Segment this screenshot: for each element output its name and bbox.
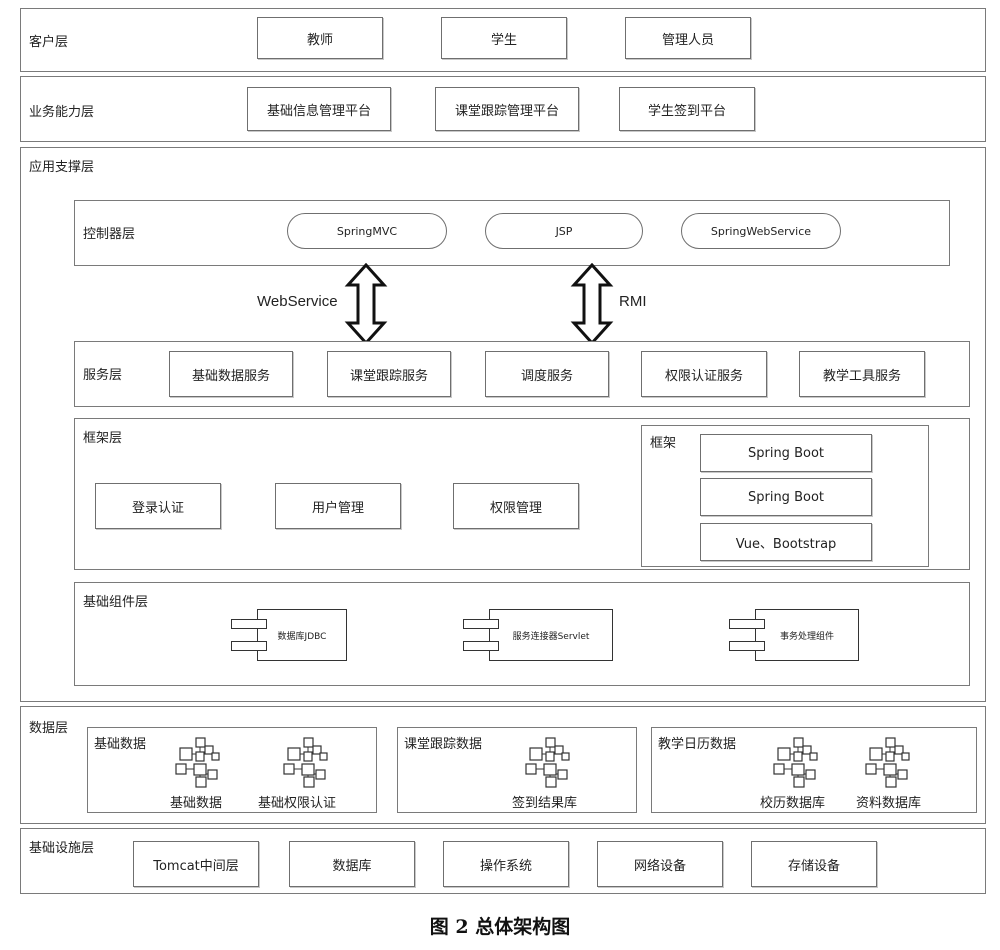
- data-group-teaching-calendar: 教学日历数据 校历数据库 资料数据库: [651, 727, 977, 813]
- data-group-basic: 基础数据 基础数据 基础权限认证: [87, 727, 377, 813]
- webservice-label: WebService: [257, 293, 338, 310]
- uml-component-icon: [729, 641, 765, 651]
- database-tree-icon: [865, 737, 910, 788]
- client-layer-label: 客户层: [29, 35, 69, 50]
- framework-user-management: 用户管理: [275, 483, 401, 529]
- data-materials-db: 资料数据库: [856, 796, 922, 811]
- framework-spring-boot-1: Spring Boot: [700, 434, 872, 472]
- framework-layer-label: 框架层: [83, 431, 123, 446]
- framework-vue-bootstrap: Vue、Bootstrap: [700, 523, 872, 561]
- rmi-label: RMI: [619, 293, 647, 310]
- webservice-double-arrow-icon: [344, 263, 388, 345]
- uml-component-icon: [729, 619, 765, 629]
- service-layer-label: 服务层: [83, 368, 123, 383]
- figure-caption: 图 2 总体架构图: [429, 916, 571, 938]
- app-support-layer: 应用支撑层 控制器层 SpringMVC JSP SpringWebServic…: [20, 147, 986, 702]
- component-jdbc: 数据库JDBC: [231, 609, 351, 661]
- data-basic-data: 基础数据: [170, 796, 223, 811]
- data-layer-label: 数据层: [29, 721, 69, 736]
- controller-jsp: JSP: [485, 213, 643, 249]
- framework-login-auth: 登录认证: [95, 483, 221, 529]
- controller-layer: 控制器层 SpringMVC JSP SpringWebService: [74, 200, 950, 266]
- framework-stack-panel: 框架 Spring Boot Spring Boot Vue、Bootstrap: [641, 425, 929, 567]
- component-transaction-label: 事务处理组件: [755, 609, 859, 661]
- app-support-layer-label: 应用支撑层: [29, 160, 95, 175]
- business-layer: 业务能力层 基础信息管理平台 课堂跟踪管理平台 学生签到平台: [20, 76, 986, 142]
- uml-component-icon: [463, 619, 499, 629]
- data-group-teaching-calendar-label: 教学日历数据: [658, 737, 737, 752]
- data-group-class-tracking: 课堂跟踪数据 签到结果库: [397, 727, 637, 813]
- components-layer: 基础组件层 数据库JDBC 服务连接器Servlet 事务处理组件: [74, 582, 970, 686]
- component-servlet: 服务连接器Servlet: [463, 609, 617, 661]
- service-teaching-tools: 教学工具服务: [799, 351, 925, 397]
- data-group-basic-label: 基础数据: [94, 737, 147, 752]
- data-group-class-tracking-label: 课堂跟踪数据: [404, 737, 483, 752]
- database-tree-icon: [283, 737, 328, 788]
- framework-spring-boot-2: Spring Boot: [700, 478, 872, 516]
- framework-permission-management: 权限管理: [453, 483, 579, 529]
- rmi-double-arrow-icon: [570, 263, 614, 345]
- data-basic-auth: 基础权限认证: [258, 796, 337, 811]
- controller-layer-label: 控制器层: [83, 227, 136, 242]
- controller-springmvc: SpringMVC: [287, 213, 447, 249]
- component-jdbc-label: 数据库JDBC: [257, 609, 347, 661]
- business-basic-info-platform: 基础信息管理平台: [247, 87, 391, 131]
- client-teacher: 教师: [257, 17, 383, 59]
- uml-component-icon: [463, 641, 499, 651]
- database-tree-icon: [773, 737, 818, 788]
- database-tree-icon: [175, 737, 220, 788]
- client-student: 学生: [441, 17, 567, 59]
- business-class-tracking-platform: 课堂跟踪管理平台: [435, 87, 579, 131]
- data-checkin-results: 签到结果库: [512, 796, 578, 811]
- controller-springwebservice: SpringWebService: [681, 213, 841, 249]
- component-transaction: 事务处理组件: [729, 609, 863, 661]
- service-layer: 服务层 基础数据服务 课堂跟踪服务 调度服务 权限认证服务 教学工具服务: [74, 341, 970, 407]
- framework-layer: 框架层 登录认证 用户管理 权限管理 框架 Spring Boot Spring…: [74, 418, 970, 570]
- service-basic-data: 基础数据服务: [169, 351, 293, 397]
- uml-component-icon: [231, 641, 267, 651]
- infra-storage: 存储设备: [751, 841, 877, 887]
- infra-os: 操作系统: [443, 841, 569, 887]
- service-scheduling: 调度服务: [485, 351, 609, 397]
- database-tree-icon: [525, 737, 570, 788]
- infra-layer-label: 基础设施层: [29, 841, 95, 856]
- service-class-tracking: 课堂跟踪服务: [327, 351, 451, 397]
- client-admin: 管理人员: [625, 17, 751, 59]
- business-checkin-platform: 学生签到平台: [619, 87, 755, 131]
- infra-network: 网络设备: [597, 841, 723, 887]
- business-layer-label: 业务能力层: [29, 105, 95, 120]
- service-auth: 权限认证服务: [641, 351, 767, 397]
- infra-layer: 基础设施层 Tomcat中间层 数据库 操作系统 网络设备 存储设备: [20, 828, 986, 894]
- infra-tomcat: Tomcat中间层: [133, 841, 259, 887]
- components-layer-label: 基础组件层: [83, 595, 149, 610]
- uml-component-icon: [231, 619, 267, 629]
- data-school-calendar-db: 校历数据库: [760, 796, 826, 811]
- data-layer: 数据层 基础数据 基础数据 基础权限认证 课堂跟踪数据 签到结果库: [20, 706, 986, 824]
- component-servlet-label: 服务连接器Servlet: [489, 609, 613, 661]
- infra-database: 数据库: [289, 841, 415, 887]
- framework-stack-label: 框架: [650, 436, 677, 451]
- client-layer: 客户层 教师 学生 管理人员: [20, 8, 986, 72]
